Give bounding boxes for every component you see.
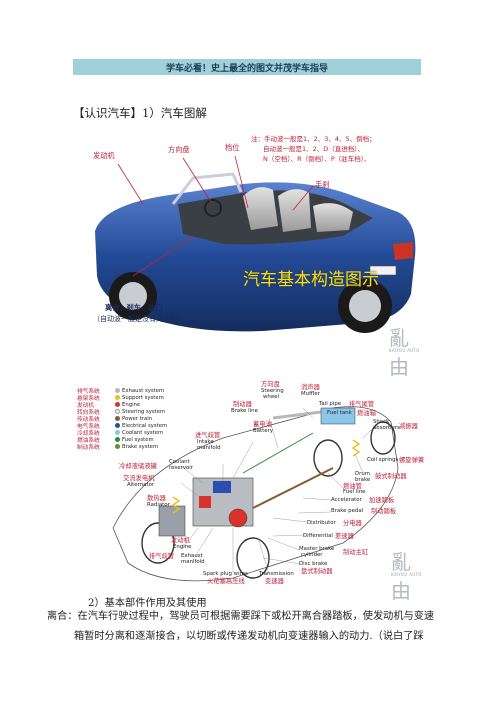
part-label: Alternator bbox=[127, 482, 155, 488]
part-label: 燃油箱 bbox=[357, 410, 376, 417]
part-label: Coil springs bbox=[367, 457, 399, 463]
paragraph-line: 箱暂时分离和逐渐接合，以切断或传递发动机向变速器输入的动力.（说白了踩 bbox=[74, 631, 424, 642]
gear-note-line2: 自动波一般是1、2、D（直进档）、 bbox=[263, 145, 365, 153]
part-label: 制动器 bbox=[233, 401, 252, 408]
part-label: Engine bbox=[173, 544, 192, 550]
gear-label: 档位 bbox=[225, 143, 240, 152]
part-label: 螺旋弹簧 bbox=[399, 457, 425, 464]
watermark-subtext: KAIYOU AUTO bbox=[389, 348, 420, 353]
part-label: Battery bbox=[253, 428, 273, 434]
part-label: Fuel line bbox=[343, 489, 366, 495]
part-label: 排气尾管 bbox=[349, 401, 375, 408]
part-label: Disc brake bbox=[299, 561, 328, 567]
part-label: 冷却液储液罐 bbox=[119, 463, 157, 470]
watermark-logo: 亂由 bbox=[391, 550, 411, 603]
part-label: 发动机 bbox=[171, 537, 190, 544]
part-label: Exhaust bbox=[181, 553, 203, 559]
pedals-label: 离合、刹车、油门 bbox=[105, 303, 163, 312]
part-label: 盘式制动器 bbox=[301, 568, 333, 575]
part-label: brake bbox=[355, 477, 371, 483]
part-label: 散热器 bbox=[147, 495, 166, 502]
part-label: Muffler bbox=[301, 391, 320, 397]
part-label: 交流发电机 bbox=[123, 475, 155, 482]
part-label: Coolant bbox=[169, 459, 190, 465]
part-label: 消声器 bbox=[301, 384, 320, 391]
gear-note-line1: 注：手动波一般是1、2、3、4、5、倒档； bbox=[251, 135, 376, 143]
steering-wheel-label: 方向盘 bbox=[168, 145, 190, 154]
handbrake-label: 手刹 bbox=[315, 180, 330, 189]
part-label: 排气歧管 bbox=[149, 553, 175, 560]
part-label: wheel bbox=[263, 394, 279, 400]
part-label: Master brake bbox=[299, 546, 335, 552]
car-illustration bbox=[95, 155, 416, 333]
section1-heading: 【认识汽车】1）汽车图解 bbox=[73, 106, 207, 120]
part-label: manifold bbox=[197, 445, 221, 451]
chassis-diagram bbox=[112, 406, 399, 582]
part-label: reservoir bbox=[169, 465, 193, 471]
part-label: 火花塞高压线 bbox=[207, 578, 245, 585]
part-label: Radiator bbox=[147, 502, 170, 508]
part-label: Distributor bbox=[307, 520, 336, 526]
part-label: Steering bbox=[261, 388, 284, 394]
gear-note-line3: N（空档）、R（倒档）、P（驻车档）、 bbox=[263, 155, 371, 163]
part-label: Differential bbox=[303, 533, 333, 539]
part-label: 方向盘 bbox=[261, 381, 280, 388]
part-label: Intake bbox=[197, 439, 214, 445]
part-label: Fuel tank bbox=[327, 410, 352, 416]
part-label: 燃油管 bbox=[343, 483, 362, 490]
pedals-note: （自动波一般是没有离合的） bbox=[93, 315, 184, 323]
part-label: Brake line bbox=[231, 408, 258, 414]
part-label: 减振器 bbox=[399, 423, 418, 430]
part-label: Transmission bbox=[259, 571, 294, 577]
part-label: 加速踏板 bbox=[369, 497, 395, 504]
part-label: 制动主缸 bbox=[343, 549, 369, 556]
part-label: 蓄电池 bbox=[253, 421, 272, 428]
watermark-subtext: KAIYOU AUTO bbox=[391, 572, 422, 577]
paragraph-line: 离合：在汽车行驶过程中，驾驶员可根据需要踩下或松开离合器踏板，使发动机与变速 bbox=[47, 611, 435, 622]
part-label: 进气歧管 bbox=[195, 432, 221, 439]
part-label: Tail pipe bbox=[319, 401, 342, 407]
watermark-logo: 亂由 bbox=[389, 326, 409, 379]
section2-heading: 2）基本部件作用及其使用 bbox=[88, 598, 207, 609]
part-label: manifold bbox=[181, 559, 205, 565]
part-label: 鼓式制动器 bbox=[375, 473, 407, 480]
part-label: 制动踏板 bbox=[371, 508, 397, 515]
figure-title: 汽车基本构造图示 bbox=[243, 270, 379, 290]
part-label: cylinder bbox=[301, 552, 323, 558]
car-illustration-figure: 发动机 方向盘 档位 注：手动波一般是1、2、3、4、5、倒档； 自动波一般是1… bbox=[73, 126, 423, 379]
part-label: Spark plug wires bbox=[203, 571, 248, 577]
part-label: Shock bbox=[373, 419, 390, 425]
engine-label: 发动机 bbox=[93, 151, 115, 160]
part-label: 分电器 bbox=[343, 520, 362, 527]
part-label: absorbers bbox=[373, 425, 400, 431]
part-label: 变速器 bbox=[265, 578, 284, 585]
part-label: Drum bbox=[355, 471, 371, 477]
part-label: Accelerator bbox=[331, 497, 362, 503]
part-label: 差速器 bbox=[335, 533, 354, 540]
page-banner: 学车必看！史上最全的图文并茂学车指导 bbox=[73, 59, 421, 75]
part-label: Brake pedal bbox=[331, 508, 364, 514]
